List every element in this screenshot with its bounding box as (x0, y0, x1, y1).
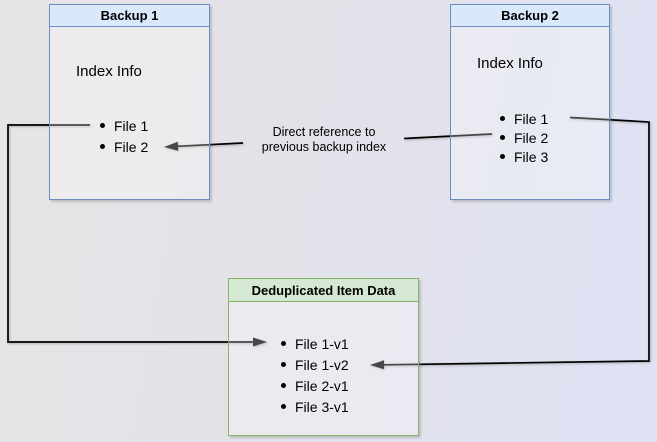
backup1-file-item: File 1 (100, 115, 148, 136)
dedup-file-item: File 1-v1 (281, 333, 349, 354)
backup1-file-list: File 1 File 2 (100, 115, 148, 157)
dedup-file-2v1: File 2-v1 (295, 377, 349, 394)
backup2-index-info-label: Index Info (477, 55, 543, 72)
bullet-icon (281, 383, 286, 388)
backup2-title: Backup 2 (451, 5, 609, 27)
backup2-file-item: File 2 (500, 128, 548, 147)
bullet-icon (281, 362, 286, 367)
dedup-file-item: File 3-v1 (281, 396, 349, 417)
dedup-title: Deduplicated Item Data (229, 279, 418, 302)
bullet-icon (500, 135, 505, 140)
backup2-file-2: File 2 (514, 129, 549, 146)
bullet-icon (100, 144, 105, 149)
backup1-file-1: File 1 (114, 117, 149, 134)
bullet-icon (500, 154, 505, 159)
backup2-file-3: File 3 (514, 148, 549, 165)
dedup-box: Deduplicated Item Data File 1-v1 File 1-… (228, 278, 419, 436)
backup1-index-info-label: Index Info (76, 63, 142, 80)
bullet-icon (500, 116, 505, 121)
edge-label-line1: Direct reference to (272, 125, 376, 139)
dedup-file-3v1: File 3-v1 (295, 398, 349, 415)
backup1-title: Backup 1 (50, 5, 209, 27)
dedup-file-1v2: File 1-v2 (295, 356, 349, 373)
bullet-icon (281, 404, 286, 409)
backup2-file-1: File 1 (514, 110, 549, 127)
backup1-file-item: File 2 (100, 136, 148, 157)
backup2-box: Backup 2 Index Info File 1 File 2 File 3 (450, 4, 610, 200)
dedup-file-item: File 1-v2 (281, 354, 349, 375)
backup2-file-item: File 3 (500, 147, 548, 166)
dedup-file-item: File 2-v1 (281, 375, 349, 396)
backup1-file-2: File 2 (114, 138, 149, 155)
backup2-file-list: File 1 File 2 File 3 (500, 109, 548, 166)
bullet-icon (281, 341, 286, 346)
bullet-icon (100, 123, 105, 128)
direct-reference-edge-label: Direct reference to previous backup inde… (232, 125, 416, 155)
backup1-box: Backup 1 Index Info File 1 File 2 (49, 4, 210, 200)
edge-label-line2: previous backup index (261, 140, 387, 154)
backup2-file-item: File 1 (500, 109, 548, 128)
dedup-file-1v1: File 1-v1 (295, 335, 349, 352)
dedup-file-list: File 1-v1 File 1-v2 File 2-v1 File 3-v1 (281, 333, 349, 417)
